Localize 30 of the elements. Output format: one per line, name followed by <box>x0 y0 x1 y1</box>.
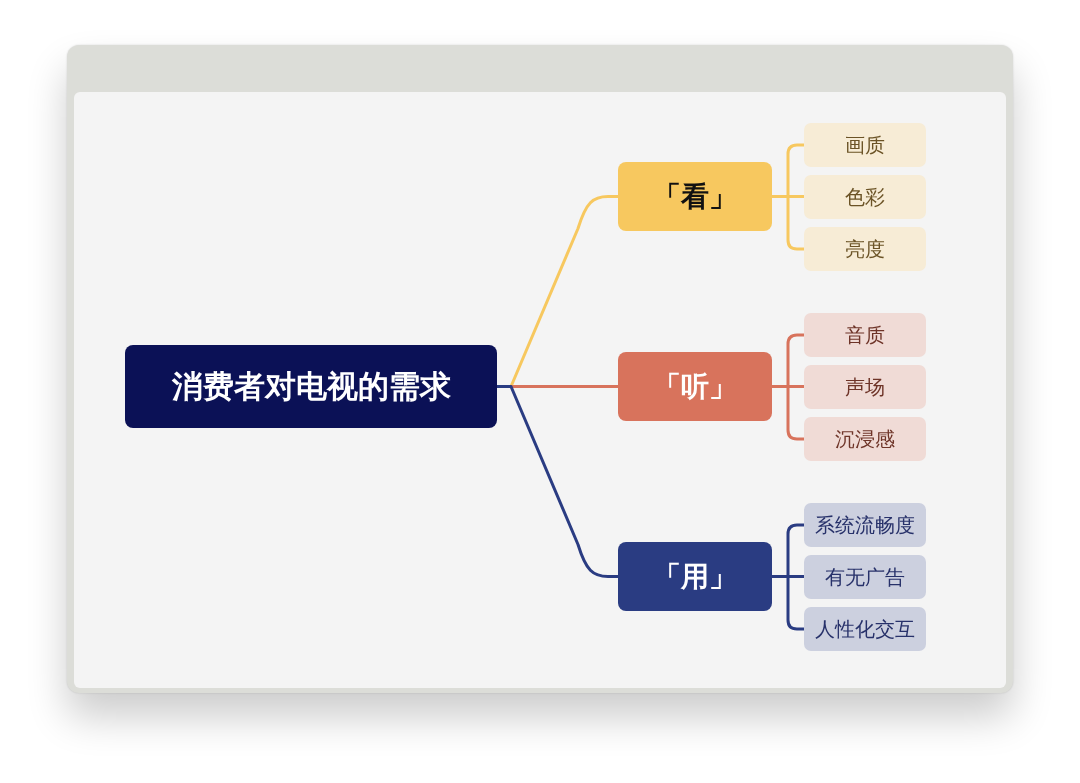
branch-box <box>618 162 772 231</box>
connector-line <box>772 385 804 441</box>
subtopic-label: 沉浸感 <box>835 427 895 451</box>
subtopic-label: 音质 <box>845 323 885 347</box>
subtopic-box <box>804 227 926 271</box>
connector-line <box>772 575 804 631</box>
subtopic-label: 人性化交互 <box>815 617 915 641</box>
subtopic-label: 有无广告 <box>825 565 905 589</box>
subtopic-box <box>804 607 926 651</box>
subtopic-box <box>804 123 926 167</box>
subtopic-label: 声场 <box>845 375 885 399</box>
subtopic-label: 画质 <box>845 133 885 157</box>
subtopic-box <box>804 365 926 409</box>
branch-box <box>618 352 772 421</box>
subtopic-label: 亮度 <box>845 237 885 261</box>
branch-label: 「看」 <box>653 179 737 214</box>
subtopic-box <box>804 313 926 357</box>
topic-box <box>125 345 497 428</box>
connector-line <box>772 195 804 251</box>
branch-label: 「用」 <box>653 559 737 594</box>
subtopic-box <box>804 503 926 547</box>
subtopic-box <box>804 417 926 461</box>
branch-label: 「听」 <box>653 369 737 404</box>
subtopic-label: 色彩 <box>845 185 885 209</box>
subtopic-box <box>804 175 926 219</box>
connector-line <box>497 385 618 578</box>
topic-label: 消费者对电视的需求 <box>171 367 451 406</box>
subtopic-box <box>804 555 926 599</box>
branch-box <box>618 542 772 611</box>
subtopic-label: 系统流畅度 <box>815 513 915 537</box>
